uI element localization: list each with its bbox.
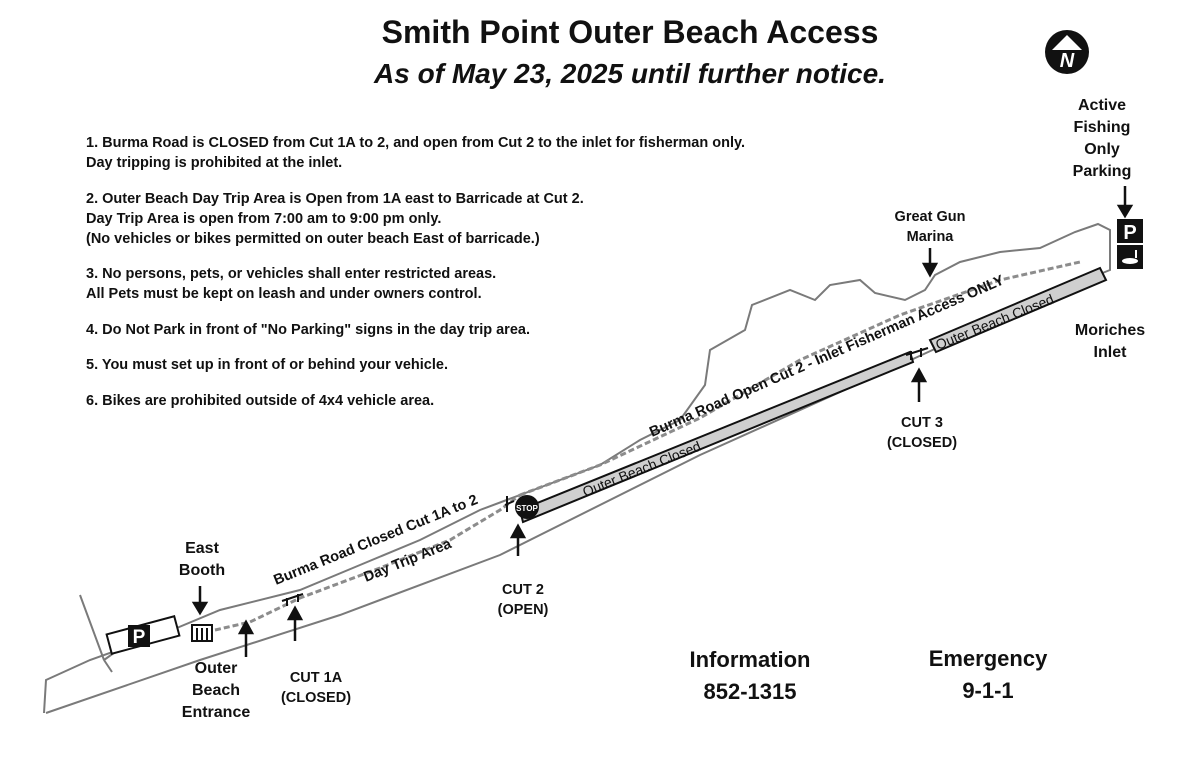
cut2-label: CUT 2 (OPEN)	[497, 582, 549, 618]
arrows	[191, 186, 1134, 657]
information-block: Information 852-1315	[668, 644, 832, 708]
great-gun-marina-label: Great Gun Marina	[894, 209, 966, 245]
burma-road-open-path	[519, 260, 1081, 497]
parking-icon: P	[133, 627, 146, 648]
barricade-cut1a	[281, 593, 304, 606]
cut3-label: CUT 3 (CLOSED)	[886, 415, 958, 451]
cut1a-label: CUT 1A (CLOSED)	[280, 670, 352, 706]
rule-4: 4. Do Not Park in front of "No Parking" …	[86, 321, 530, 338]
rule-1: 1. Burma Road is CLOSED from Cut 1A to 2…	[86, 135, 745, 171]
rule-2: 2. Outer Beach Day Trip Area is Open fro…	[86, 190, 584, 247]
rule-5: 5. You must set up in front of or behind…	[86, 357, 448, 373]
emergency-label: Emergency	[928, 646, 1048, 671]
stop-sign-text: STOP	[516, 504, 538, 513]
east-booth-label: East Booth	[178, 540, 226, 579]
emergency-number: 9-1-1	[962, 678, 1014, 703]
barricade-cut3	[905, 347, 929, 360]
outer-beach-closed-zone-east	[928, 266, 1108, 354]
inlet-parking-letter: P	[1123, 222, 1136, 244]
emergency-block: Emergency 9-1-1	[908, 643, 1068, 707]
rule-3: 3. No persons, pets, or vehicles shall e…	[86, 266, 497, 302]
rules-list: 1. Burma Road is CLOSED from Cut 1A to 2…	[86, 133, 906, 426]
information-label: Information	[689, 647, 811, 672]
fishing-icon	[1117, 245, 1143, 269]
burma-road-closed-path	[214, 493, 521, 632]
map-title: Smith Point Outer Beach Access	[381, 14, 879, 50]
information-number: 852-1315	[703, 679, 797, 704]
bay-shoreline	[43, 222, 1111, 714]
inlet-parking-icon: P	[1117, 219, 1143, 244]
stop-sign-icon: STOP	[515, 495, 539, 519]
main-parking-lot: P	[105, 615, 181, 655]
north-letter: N	[1060, 50, 1075, 72]
barricade-cut2	[504, 496, 515, 512]
active-fishing-parking-label: Active Fishing Only Parking	[1072, 97, 1132, 180]
moriches-inlet-label: Moriches Inlet	[1074, 322, 1146, 361]
booth-icon	[191, 624, 213, 642]
rule-6: 6. Bikes are prohibited outside of 4x4 v…	[86, 392, 435, 409]
outer-beach-entrance-label: Outer Beach Entrance	[181, 660, 251, 721]
map-subtitle: As of May 23, 2025 until further notice.	[374, 58, 886, 89]
outer-beach-closed-zone-west	[518, 350, 915, 524]
north-arrow-icon: N	[1045, 30, 1089, 74]
